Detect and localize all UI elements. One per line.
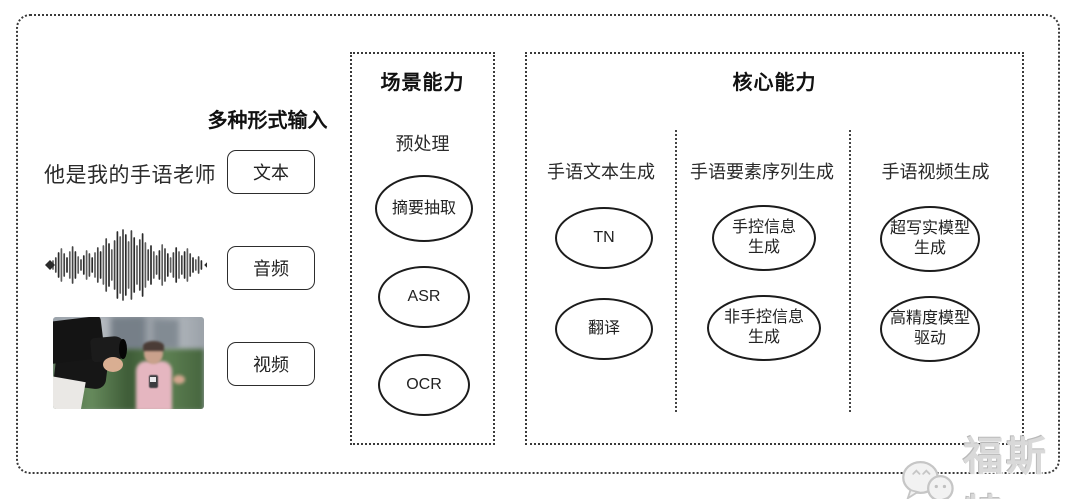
- video-frame-photo: [53, 317, 204, 409]
- column-divider: [675, 130, 677, 412]
- scene-capability-title: 场景能力: [380, 72, 465, 94]
- scene-capability-box: 场景能力 预处理 摘要抽取 ASR OCR: [350, 52, 495, 445]
- cameraman-hand: [103, 357, 123, 372]
- photo-reporter-hand: [173, 375, 185, 384]
- node-asr: ASR: [378, 266, 470, 328]
- preprocessing-label: 预处理: [395, 134, 450, 154]
- node-summary-extraction: 摘要抽取: [375, 175, 473, 242]
- column-divider: [849, 130, 851, 412]
- outer-dotted-border: [16, 14, 1060, 474]
- core-capability-box: 核心能力 手语文本生成 手语要素序列生成 手语视频生成 TN 翻译 手控信息 生…: [525, 52, 1024, 445]
- audio-waveform-icon: [45, 229, 207, 301]
- node-translation: 翻译: [555, 298, 653, 360]
- input-node-audio: 音频: [227, 246, 315, 290]
- chat-bubbles-logo-icon: [902, 460, 954, 499]
- photo-microphone-badge: [150, 377, 156, 382]
- input-section-title: 多种形式输入: [207, 110, 328, 132]
- node-ocr: OCR: [378, 354, 470, 416]
- watermark: 福斯特: [896, 424, 1080, 499]
- input-node-text: 文本: [227, 150, 315, 194]
- sample-sentence-text: 他是我的手语老师: [44, 164, 216, 187]
- watermark-text: 福斯特: [963, 435, 1050, 499]
- node-hyperrealistic-model-generation: 超写实模型 生成: [880, 206, 980, 272]
- node-tn: TN: [555, 207, 653, 269]
- photo-reporter-hair: [143, 341, 164, 351]
- column-header-sign-video-generation: 手语视频生成: [881, 162, 990, 182]
- core-capability-title: 核心能力: [732, 72, 817, 94]
- column-header-sign-text-generation: 手语文本生成: [547, 162, 655, 182]
- camera-illustration: [119, 339, 127, 359]
- input-node-video: 视频: [227, 342, 315, 386]
- node-non-manual-info-generation: 非手控信息 生成: [707, 295, 821, 361]
- node-high-precision-model-driving: 高精度模型 驱动: [880, 296, 980, 362]
- node-manual-info-generation: 手控信息 生成: [712, 205, 816, 271]
- column-header-sign-element-sequence-generation: 手语要素序列生成: [690, 162, 834, 182]
- cameraman-shoulder: [53, 376, 86, 409]
